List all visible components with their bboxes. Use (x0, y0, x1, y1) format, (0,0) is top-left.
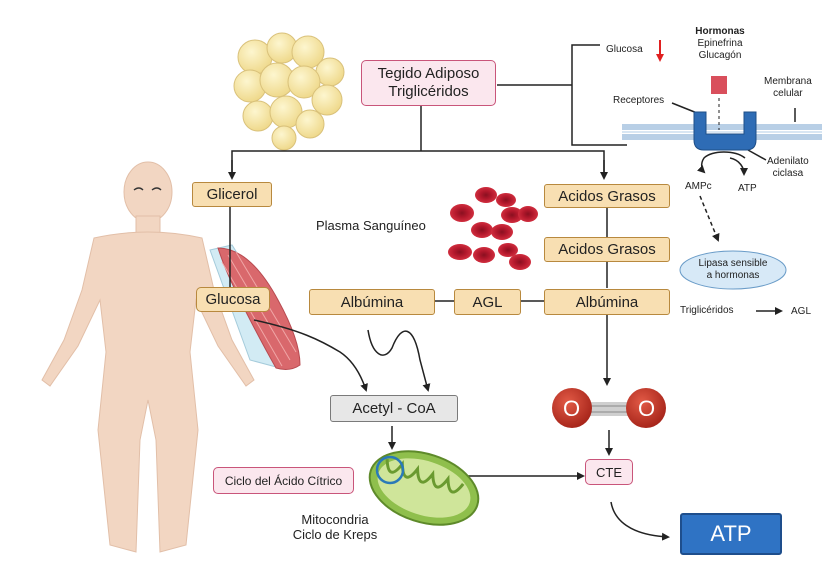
agl-node: AGL (454, 289, 521, 315)
hormone-atp-label: ATP (738, 183, 757, 194)
acidos-grasos-node-1: Acidos Grasos (544, 184, 670, 208)
albumina-left-node: Albúmina (309, 289, 435, 315)
face-eyes (133, 187, 162, 191)
mitocondria-line2: Ciclo de Kreps (292, 527, 378, 542)
glucosa-node: Glucosa (196, 287, 270, 312)
mitochondria-illustration (368, 450, 480, 526)
hormone-glucosa-label: Glucosa (606, 44, 643, 55)
ampc-label: AMPc (685, 181, 712, 192)
lipasa-line1: Lipasa sensible (698, 258, 768, 269)
adenilato-line2: ciclasa (772, 168, 804, 179)
atp-node: ATP (680, 513, 782, 555)
hormone-agl-label: AGL (791, 306, 812, 317)
tejido-adiposo-node: Tegido Adiposo Triglicéridos (361, 60, 496, 106)
lipasa-label: Lipasa sensible a hormonas (690, 258, 776, 282)
receptores-label: Receptores (613, 95, 665, 106)
oxygen-molecule-icon (552, 388, 666, 428)
human-body-illustration (41, 161, 255, 553)
mitocondria-line1: Mitocondria (301, 512, 369, 527)
lipasa-line2: a hormonas (706, 270, 760, 281)
connector-lines (228, 44, 796, 541)
membrana-line1: Membrana (764, 76, 812, 87)
cte-node: CTE (585, 459, 633, 485)
lipasa-ellipse (679, 250, 787, 290)
albumina-right-node: Albúmina (544, 289, 670, 315)
membrana-label: Membrana celular (764, 76, 812, 100)
hormonas-label: Hormonas Epinefrina Glucagón (690, 26, 750, 62)
oxygen-o-left: O (563, 396, 581, 421)
ciclo-acido-citrico-node: Ciclo del Ácido Cítrico (213, 467, 354, 494)
plasma-label: Plasma Sanguíneo (316, 218, 426, 233)
acidos-grasos-node-2: Acidos Grasos (544, 237, 670, 262)
epinefrina-label: Epinefrina (697, 38, 743, 49)
glucagon-label: Glucagón (698, 50, 742, 61)
membrana-line2: celular (773, 88, 803, 99)
acetyl-coa-node: Acetyl - CoA (330, 395, 458, 422)
adipose-tissue-illustration (233, 32, 345, 151)
tejido-line1: Tegido Adiposo (377, 65, 480, 82)
trigliceridos-label: Triglicéridos (680, 305, 734, 316)
receptor-icon (693, 111, 757, 151)
adenilato-label: Adenilato ciclasa (767, 156, 809, 180)
hormone-molecule-icon (711, 76, 727, 94)
red-blood-cells (448, 187, 538, 270)
hormonas-title: Hormonas (695, 26, 745, 37)
mitocondria-label: Mitocondria Ciclo de Kreps (290, 512, 380, 542)
adenilato-line1: Adenilato (767, 156, 809, 167)
oxygen-o-right: O (638, 396, 656, 421)
glicerol-node: Glicerol (192, 182, 272, 207)
tejido-line2: Triglicéridos (388, 83, 469, 100)
